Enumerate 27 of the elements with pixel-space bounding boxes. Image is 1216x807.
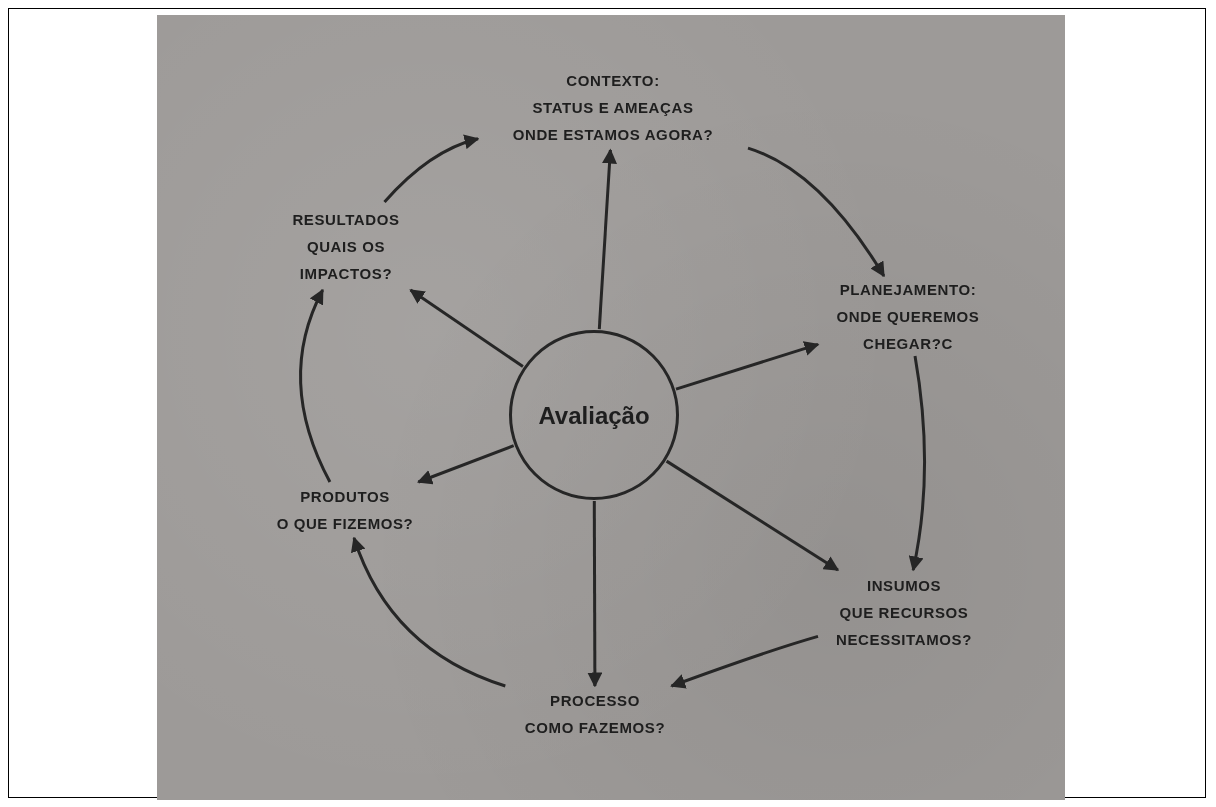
arrow (747, 146, 886, 278)
arrow (409, 288, 524, 368)
arrow (665, 459, 840, 572)
arrow (351, 536, 506, 688)
arrow (908, 355, 927, 572)
arrow (675, 341, 820, 391)
stage-question: ONDE QUEREMOS CHEGAR?C (835, 306, 981, 354)
stage-question: STATUS E AMEAÇAS (532, 97, 694, 118)
evaluation-circle (509, 330, 679, 500)
arrow (299, 288, 332, 483)
stage-title: INSUMOS (866, 575, 942, 596)
arrow (383, 135, 480, 203)
stage-question: QUE RECURSOS NECESSITAMOS? (835, 602, 973, 650)
stage-question: QUAIS OS IMPACTOS? (298, 236, 394, 284)
stage-title: CONTEXTO: (566, 70, 660, 91)
arrow (670, 634, 819, 689)
stage-title: RESULTADOS (292, 209, 400, 230)
arrow (587, 501, 603, 688)
stage-question: COMO FAZEMOS? (524, 718, 666, 738)
stage-title: PLANEJAMENTO: (839, 279, 977, 300)
arrow (597, 148, 617, 330)
circle-label: Avaliação (538, 401, 650, 429)
stage-title: PROCESSO (550, 691, 640, 711)
stage-title: PRODUTOS (300, 487, 390, 507)
stage-question: ONDE ESTAMOS AGORA? (512, 124, 714, 145)
arrow (417, 444, 515, 485)
stage-question: O QUE FIZEMOS? (276, 514, 414, 534)
